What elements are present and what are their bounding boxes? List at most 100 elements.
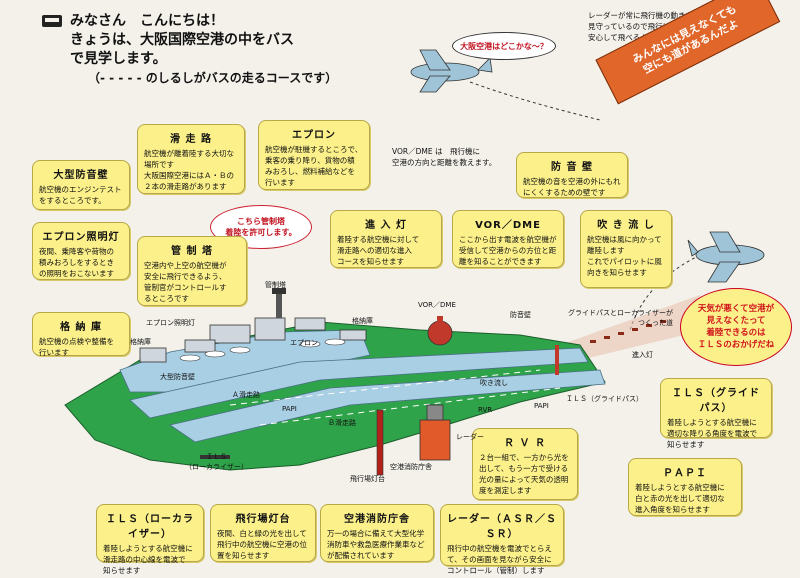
map-label-glide-note: グライドパスとローカライザーが つくった道 bbox=[568, 309, 673, 327]
box-title: 管 制 塔 bbox=[171, 246, 213, 257]
box-title: 防 音 壁 bbox=[551, 162, 593, 173]
map-label-ils-glide: ＩＬＳ（グライドパス） bbox=[566, 395, 643, 403]
box-runway: 滑 走 路 航空機が離着陸する大切な 場所です 大阪国際空港にはＡ・Ｂの ２本の… bbox=[137, 124, 245, 194]
box-text: 着陸しようとする航空機に 白と赤の光を出して適切な 進入角度を知らせます bbox=[635, 483, 725, 514]
map-label-ils-loc: ＩＬＳ （ローカライザー） bbox=[185, 453, 248, 471]
map-label-hangar-2: 格納庫 bbox=[352, 317, 373, 325]
box-title: 滑 走 路 bbox=[170, 134, 212, 145]
map-label-approach-light: 進入灯 bbox=[632, 351, 653, 359]
box-apron-lighting: エプロン照明灯 夜間、乗降客や荷物の 積みおろしをするとき の照明をおこないます bbox=[32, 222, 130, 280]
box-large-blast-fence: 大型防音壁 航空機のエンジンテスト をするところです。 bbox=[32, 160, 130, 210]
box-fire-station: 空港消防庁舎 万一の場合に備えて大型化学 消防車や救急医療作業車など が配備され… bbox=[320, 504, 434, 562]
box-ils-localizer: ＩＬＳ（ローカライザー） 着陸しようとする航空機に 滑走路の中心線を電波で 知ら… bbox=[96, 504, 204, 575]
box-title: エプロン照明灯 bbox=[42, 232, 120, 243]
map-label-papi: PAPI bbox=[282, 405, 297, 413]
box-blast-fence: 防 音 壁 航空機の音を空港の外にもれ にくくするための壁です bbox=[516, 152, 628, 198]
intro-line-2: きょうは、大阪国際空港の中をバス bbox=[70, 32, 294, 48]
box-vor-dme: VOR／DME ここから出す電波を航空機が 受信して空港からの方位と距 離を知る… bbox=[452, 210, 564, 268]
box-title: 飛行場灯台 bbox=[235, 514, 291, 525]
box-title: ＩＬＳ（グライドパス） bbox=[672, 388, 760, 414]
map-label-hangar: 格納庫 bbox=[130, 338, 151, 346]
box-text: 空港内や上空の航空機が 安全に飛行できるよう、 管制官がコントロールす るところ… bbox=[144, 261, 227, 303]
map-label-vor-dme: VOR／DME bbox=[418, 301, 456, 309]
control-tower-shape bbox=[276, 292, 282, 318]
box-text: 万一の場合に備えて大型化学 消防車や救急医療作業車など が配備されています bbox=[327, 529, 425, 560]
box-text: 航空機の点検や整備を 行います bbox=[39, 337, 114, 357]
airplane-right bbox=[687, 231, 765, 283]
flight-path-right bbox=[629, 254, 701, 331]
box-text: ２台一組で、一方から光を 出して、もう一方で受ける 光の量によって天気の透明 度… bbox=[479, 453, 569, 495]
flight-path-top bbox=[469, 81, 601, 121]
map-label-fire-station: 空港消防庁舎 bbox=[390, 463, 432, 471]
beacon-tower bbox=[376, 409, 384, 476]
localizer-array bbox=[200, 455, 230, 459]
map-label-papi-2: PAPI bbox=[534, 402, 549, 410]
box-title: 吹 き 流 し bbox=[597, 220, 655, 231]
box-text: 夜間、白と緑の光を出して 飛行中の航空機に空港の位 置を知らせます bbox=[217, 529, 307, 560]
box-text: 航空機のエンジンテスト をするところです。 bbox=[39, 185, 122, 205]
box-text: 着陸しようとする航空機に 滑走路の中心線を電波で 知らせます bbox=[103, 544, 193, 575]
box-title: ＩＬＳ（ローカライザー） bbox=[106, 514, 194, 540]
map-label-apron-lighting: エプロン照明灯 bbox=[146, 319, 195, 327]
map-label-runway-b: Ｂ滑走路 bbox=[328, 419, 356, 427]
box-title: 格 納 庫 bbox=[60, 322, 102, 333]
map-label-large-blast: 大型防音壁 bbox=[160, 373, 195, 381]
map-label-rvr: RVR bbox=[478, 406, 493, 414]
question-bubble: 大阪空港はどこかな〜？ bbox=[452, 32, 556, 60]
box-hangar: 格 納 庫 航空機の点検や整備を 行います bbox=[32, 312, 130, 357]
parked-airplanes bbox=[179, 338, 346, 362]
radar-note: レーダーが常に飛行機の動きを 見守っているので飛行は 安心して飛べるんだ bbox=[588, 11, 693, 42]
vor-dme-structure bbox=[427, 316, 453, 346]
box-apron: エプロン 航空機が駐機するところで、 乗客の乗り降り、貨物の積 みおろし、燃料補… bbox=[258, 120, 370, 190]
approach-light-marks bbox=[590, 320, 666, 343]
box-title: VOR／DME bbox=[475, 220, 541, 231]
map-label-windsock: 吹き流し bbox=[480, 379, 508, 387]
box-text: ここから出す電波を航空機が 受信して空港からの方位と距 離を知ることができます bbox=[459, 235, 557, 266]
box-title: Ｒ Ｖ Ｒ bbox=[504, 438, 546, 449]
map-label-runway-a: Ａ滑走路 bbox=[232, 391, 260, 399]
box-papi: ＰＡＰＩ 着陸しようとする航空機に 白と赤の光を出して適切な 進入角度を知らせま… bbox=[628, 458, 742, 516]
box-text: 着陸しようとする航空機に 適切な降りる角度を電波で 知らせます bbox=[667, 418, 757, 449]
map-label-apron: エプロン bbox=[290, 339, 318, 347]
box-text: 航空機が離着陸する大切な 場所です 大阪国際空港にはＡ・Ｂの ２本の滑走路があり… bbox=[144, 149, 234, 191]
box-title: 空港消防庁舎 bbox=[344, 514, 410, 525]
bus-icon bbox=[42, 15, 62, 27]
map-label-control-tower: 管制塔 bbox=[265, 281, 286, 289]
box-radar: レーダー（ＡＳＲ／ＳＳＲ） 飛行中の航空機を電波でとらえ て、その画面を見ながら… bbox=[440, 504, 564, 575]
runway-b bbox=[169, 369, 606, 443]
box-windsock: 吹 き 流 し 航空機は風に向かって 離陸します これでパイロットに風 向きを知… bbox=[580, 210, 672, 288]
box-title: ＰＡＰＩ bbox=[663, 468, 707, 479]
box-title: エプロン bbox=[292, 130, 336, 141]
intro-line-4: （- - - - - のしるしがバスの走るコースです） bbox=[88, 71, 338, 85]
runway-a bbox=[129, 347, 589, 419]
airplane-top bbox=[410, 49, 493, 93]
ils-speech: 天気が悪くて空港が 見えなくたって 着陸できるのは ＩＬＳのおかげだね bbox=[680, 288, 792, 366]
intro-text: みなさん こんにちは！ きょうは、大阪国際空港の中をバス で見学します。 （- … bbox=[42, 12, 337, 88]
vor-note: VOR／DME は 飛行機に 空港の方向と距離を教えます。 bbox=[392, 147, 497, 167]
box-beacon: 飛行場灯台 夜間、白と緑の光を出して 飛行中の航空機に空港の位 置を知らせます bbox=[210, 504, 316, 562]
box-ils-glide: ＩＬＳ（グライドパス） 着陸しようとする航空機に 適切な降りる角度を電波で 知ら… bbox=[660, 378, 772, 449]
box-title: 進 入 灯 bbox=[365, 220, 407, 231]
glide-path-band bbox=[560, 295, 705, 360]
glide-antenna bbox=[555, 345, 559, 375]
map-label-radar: レーダー bbox=[456, 433, 484, 441]
box-title: 大型防音壁 bbox=[53, 170, 109, 181]
box-text: 夜間、乗降客や荷物の 積みおろしをするとき の照明をおこないます bbox=[39, 247, 114, 278]
box-text: 航空機の音を空港の外にもれ にくくするための壁です bbox=[523, 177, 621, 197]
box-text: 飛行中の航空機を電波でとらえ て、その画面を見ながら安全に コントロール（管制）… bbox=[447, 544, 552, 575]
box-text: 着陸する航空機に対して 滑走路への適切な進入 コースを知らせます bbox=[337, 235, 420, 266]
intro-line-3: で見学します。 bbox=[70, 51, 167, 67]
terminal-buildings bbox=[139, 317, 367, 363]
map-label-beacon: 飛行場灯台 bbox=[350, 475, 385, 483]
box-text: 航空機は風に向かって 離陸します これでパイロットに風 向きを知らせます bbox=[587, 235, 662, 277]
box-rvr: Ｒ Ｖ Ｒ ２台一組で、一方から光を 出して、もう一方で受ける 光の量によって天… bbox=[472, 428, 578, 500]
map-label-blast-fence: 防音壁 bbox=[510, 311, 531, 319]
box-text: 航空機が駐機するところで、 乗客の乗り降り、貨物の積 みおろし、燃料補給などを … bbox=[265, 145, 363, 187]
box-title: レーダー（ＡＳＲ／ＳＳＲ） bbox=[447, 514, 557, 540]
box-control-tower: 管 制 塔 空港内や上空の航空機が 安全に飛行できるよう、 管制官がコントロール… bbox=[137, 236, 247, 306]
box-approach-light: 進 入 灯 着陸する航空機に対して 滑走路への適切な進入 コースを知らせます bbox=[330, 210, 442, 268]
intro-line-1: みなさん こんにちは！ bbox=[70, 13, 224, 29]
question-text: 大阪空港はどこかな〜？ bbox=[460, 41, 548, 51]
radar-tower bbox=[419, 404, 451, 461]
